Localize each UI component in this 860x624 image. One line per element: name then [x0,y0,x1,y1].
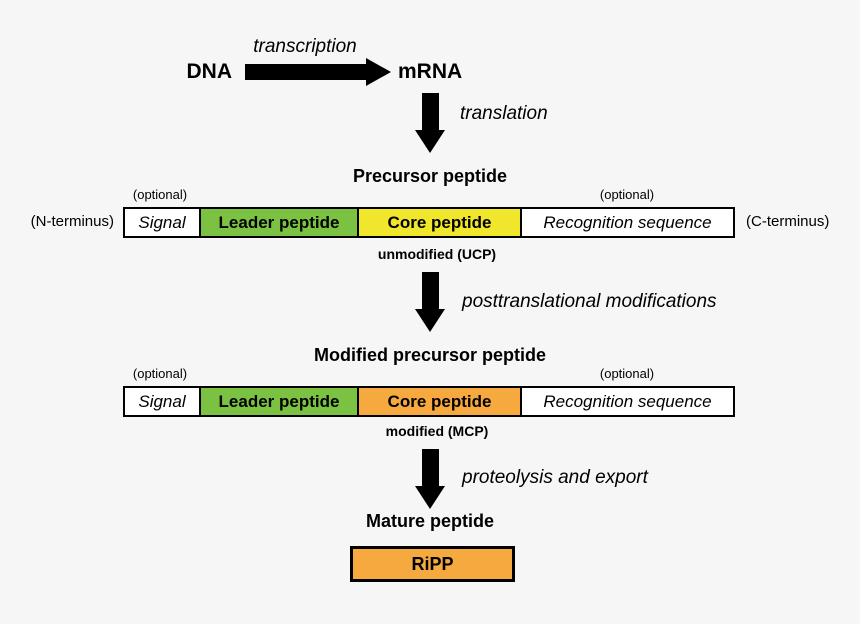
modified-precursor-title: Modified precursor peptide [313,345,547,365]
segment-recognition-label-2: Recognition sequence [543,391,712,411]
mature-peptide-title: Mature peptide [365,511,494,531]
optional-label-recognition-2: (optional) [599,366,655,381]
segment-core-peptide-unmodified: Core peptide [357,209,520,236]
translation-arrow-head [415,130,445,153]
ptm-label: posttranslational modifications [462,291,717,312]
translation-label: translation [460,103,548,124]
ptm-arrow-head [415,309,445,332]
segment-leader-peptide: Leader peptide [199,209,357,236]
segment-core-peptide-modified: Core peptide [357,388,520,415]
transcription-label: transcription [253,36,357,57]
proteolysis-arrow-head [415,486,445,509]
segment-signal-label-2: Signal [138,391,186,411]
segment-recognition-label: Recognition sequence [543,212,712,232]
n-terminus-label: (N-terminus) [30,213,114,230]
optional-label-signal-2: (optional) [132,366,188,381]
mcp-caption: modified (MCP) [385,423,489,439]
optional-label-recognition: (optional) [599,187,655,202]
ripp-label: RiPP [411,553,454,574]
segment-leader-label: Leader peptide [218,212,340,232]
segment-recognition-sequence: Recognition sequence [520,209,733,236]
segment-core-label-2: Core peptide [387,391,492,411]
ripp-box: RiPP [350,546,515,582]
segment-recognition-sequence-2: Recognition sequence [520,388,733,415]
segment-signal-2: Signal [125,388,199,415]
transcription-arrow-head [366,58,391,86]
ucp-caption: unmodified (UCP) [377,246,497,262]
proteolysis-arrow-shaft [422,449,439,486]
dna-label: DNA [186,60,233,83]
mrna-label: mRNA [398,60,463,83]
translation-arrow-shaft [422,93,439,130]
proteolysis-label: proteolysis and export [462,467,648,488]
c-terminus-label: (C-terminus) [746,213,830,230]
precursor-bar: Signal Leader peptide Core peptide Recog… [123,207,735,238]
segment-signal: Signal [125,209,199,236]
modified-precursor-bar: Signal Leader peptide Core peptide Recog… [123,386,735,417]
ptm-arrow-shaft [422,272,439,309]
transcription-arrow-shaft [245,64,366,80]
segment-signal-label: Signal [138,212,186,232]
segment-core-label: Core peptide [387,212,492,232]
segment-leader-peptide-2: Leader peptide [199,388,357,415]
precursor-title: Precursor peptide [352,166,508,186]
segment-leader-label-2: Leader peptide [218,391,340,411]
optional-label-signal: (optional) [132,187,188,202]
